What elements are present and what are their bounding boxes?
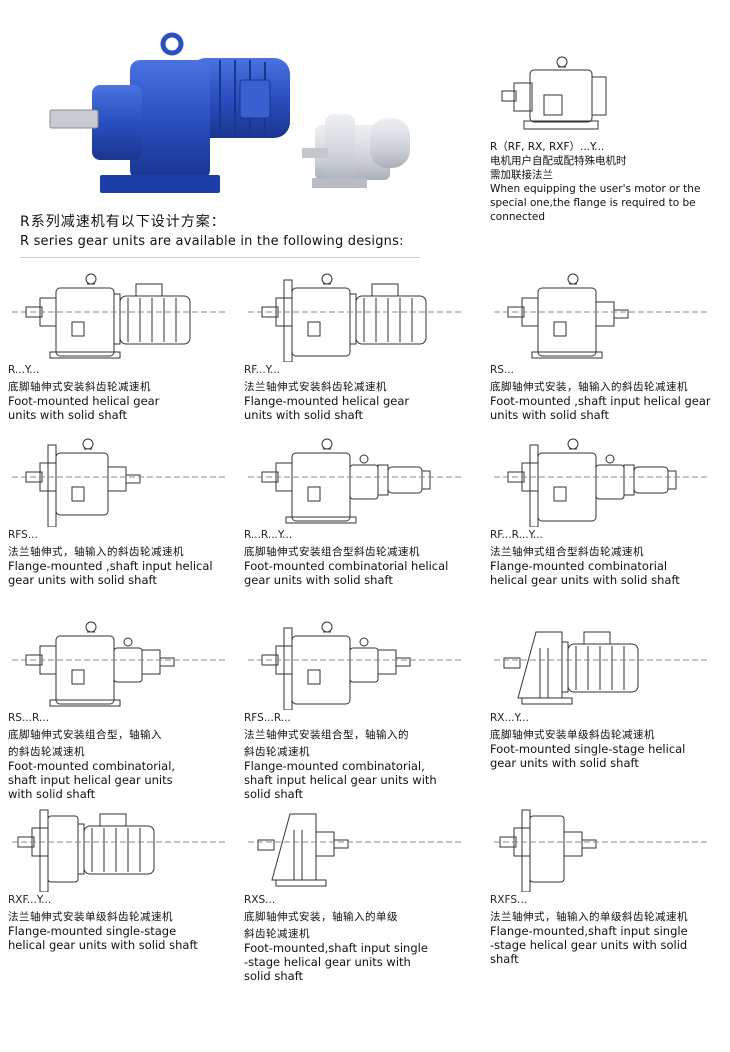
design-drawing <box>12 621 228 707</box>
design-en-description: Foot-mounted ,shaft input helical gear <box>490 394 711 408</box>
intro-heading-en: R series gear units are available in the… <box>20 234 404 249</box>
custom-motor-en-line: connected <box>490 211 545 223</box>
design-drawing <box>494 438 710 527</box>
design-cn-description: 法兰轴伸式安装斜齿轮减速机 <box>244 381 387 393</box>
design-en-description: units with solid shaft <box>244 408 364 422</box>
design-drawing <box>494 809 710 892</box>
design-code: RF...R...Y... <box>490 529 543 541</box>
design-cn-description: 底脚轴伸式安装组合型斜齿轮减速机 <box>244 546 420 558</box>
design-en-description: Flange-mounted,shaft input single <box>490 924 688 938</box>
design-en-description: Flange-mounted combinatorial <box>490 559 668 573</box>
design-code: RF...Y... <box>244 364 280 376</box>
design-en-description: Flange-mounted single-stage <box>8 924 177 938</box>
design-drawing <box>248 813 464 887</box>
design-en-description: Foot-mounted combinatorial, <box>8 759 176 773</box>
divider <box>20 257 420 258</box>
design-cn-description: 法兰轴伸式，轴输入的斜齿轮减速机 <box>8 546 184 558</box>
hero-gearmotor-photo <box>49 32 410 193</box>
design-code: R...Y... <box>8 364 40 376</box>
design-en-description: Foot-mounted single-stage helical <box>490 742 686 756</box>
intro-heading: R系列减速机有以下设计方案： R series gear units are a… <box>20 212 404 252</box>
design-code: R...R...Y... <box>244 529 293 541</box>
design-code: RXFS... <box>490 894 528 906</box>
design-cn-description: 斜齿轮减速机 <box>244 928 310 940</box>
design-cn-description: 底脚轴伸式安装，轴输入的单级 <box>244 911 398 923</box>
design-en-description: Foot-mounted,shaft input single <box>244 941 428 955</box>
design-en-description: helical gear units with solid shaft <box>8 938 198 952</box>
design-code: RS...R... <box>8 712 49 724</box>
grey-gearmotor <box>302 114 410 188</box>
design-cn-description: 底脚轴伸式安装，轴输入的斜齿轮减速机 <box>490 381 688 393</box>
design-code: RXS... <box>244 894 276 906</box>
design-en-description: gear units with solid shaft <box>8 573 157 587</box>
design-en-description: units with solid shaft <box>490 408 610 422</box>
design-en-description: gear units with solid shaft <box>490 756 639 770</box>
custom-motor-en-line: special one,the flange is required to be <box>490 197 696 209</box>
design-en-description: helical gear units with solid shaft <box>490 573 680 587</box>
design-en-description: gear units with solid shaft <box>244 573 393 587</box>
design-drawing <box>12 809 228 892</box>
design-en-description: shaft input helical gear units with <box>244 773 437 787</box>
design-code: RFS...R... <box>244 712 291 724</box>
design-drawing <box>248 273 464 362</box>
design-en-description: shaft input helical gear units <box>8 773 173 787</box>
design-cn-description: 底脚轴伸式安装单级斜齿轮减速机 <box>490 729 655 741</box>
design-cn-description: 底脚轴伸式安装斜齿轮减速机 <box>8 381 151 393</box>
design-en-description: units with solid shaft <box>8 408 128 422</box>
design-drawing <box>12 273 228 359</box>
design-en-description: Flange-mounted ,shaft input helical <box>8 559 213 573</box>
design-drawing <box>248 438 464 524</box>
custom-motor-cn-line: 需加联接法兰 <box>490 169 553 181</box>
design-en-description: Foot-mounted combinatorial helical <box>244 559 449 573</box>
design-en-description: solid shaft <box>244 787 304 801</box>
design-cn-description: 法兰轴伸式组合型斜齿轮减速机 <box>490 546 644 558</box>
flange-adapter-drawing <box>501 56 607 130</box>
design-en-description: -stage helical gear units with solid <box>490 938 688 952</box>
design-en-description: Flange-mounted combinatorial, <box>244 759 425 773</box>
custom-motor-code: R（RF, RX, RXF）...Y... <box>490 141 605 153</box>
design-code: RFS... <box>8 529 38 541</box>
custom-motor-en-line: When equipping the user's motor or the <box>490 183 701 195</box>
design-cn-description: 法兰轴伸式安装单级斜齿轮减速机 <box>8 911 173 923</box>
design-code: RX...Y... <box>490 712 529 724</box>
design-cn-description: 法兰轴伸式安装组合型，轴输入的 <box>244 729 409 741</box>
design-cn-description: 的斜齿轮减速机 <box>8 746 85 758</box>
design-code: RXF...Y... <box>8 894 52 906</box>
custom-motor-note: R（RF, RX, RXF）...Y... 电机用户自配或配特殊电机时 需加联接… <box>490 140 725 224</box>
design-drawing <box>12 438 228 527</box>
design-code: RS... <box>490 364 514 376</box>
design-en-description: with solid shaft <box>8 787 96 801</box>
design-cn-description: 法兰轴伸式，轴输入的单级斜齿轮减速机 <box>490 911 688 923</box>
design-drawing <box>494 631 710 705</box>
design-cn-description: 斜齿轮减速机 <box>244 746 310 758</box>
design-cn-description: 底脚轴伸式安装组合型，轴输入 <box>8 729 162 741</box>
design-drawing <box>248 621 464 710</box>
design-en-description: shaft <box>490 952 519 966</box>
design-drawing <box>494 273 710 359</box>
intro-heading-cn: R系列减速机有以下设计方案： <box>20 214 226 230</box>
blue-gearmotor <box>49 32 290 193</box>
design-en-description: -stage helical gear units with <box>244 955 411 969</box>
design-en-description: Flange-mounted helical gear <box>244 394 410 408</box>
design-en-description: solid shaft <box>244 969 304 983</box>
custom-motor-cn-line: 电机用户自配或配特殊电机时 <box>490 155 627 167</box>
design-en-description: Foot-mounted helical gear <box>8 394 160 408</box>
